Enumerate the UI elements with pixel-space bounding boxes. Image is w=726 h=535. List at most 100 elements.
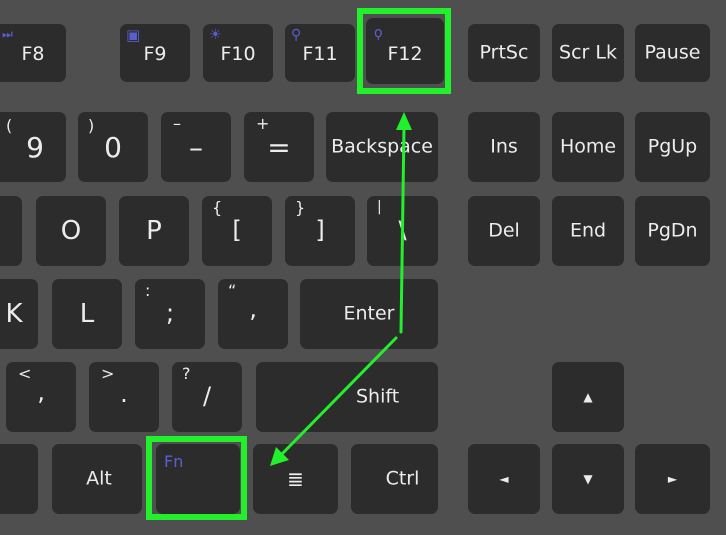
key-label: [ <box>232 216 242 244</box>
key-0[interactable]: ) 0 <box>78 112 148 182</box>
key-label: L <box>79 299 95 329</box>
key-home[interactable]: Home <box>552 112 624 182</box>
key-menu[interactable]: ≣ <box>253 444 338 514</box>
key-left-bracket[interactable]: { [ <box>202 196 272 266</box>
key-equals[interactable]: + = <box>244 112 314 182</box>
key-f11[interactable]: ⚲ F11 <box>285 24 355 82</box>
key-l[interactable]: L <box>52 279 122 349</box>
key-period[interactable]: > . <box>89 362 159 432</box>
key-label: F11 <box>302 43 338 65</box>
key-scrlk[interactable]: Scr Lk <box>552 24 624 82</box>
down-arrow-icon: ▼ <box>583 472 593 486</box>
key-end[interactable]: End <box>552 196 624 266</box>
key-shift-label: < <box>18 364 32 383</box>
wrench-icon: ϙ <box>374 25 383 41</box>
key-shift-label: – <box>173 114 181 133</box>
key-label: / <box>202 382 212 410</box>
brightness-icon: ☀ <box>209 27 222 43</box>
key-label: ; <box>165 299 175 327</box>
key-label: O <box>60 216 82 246</box>
key-label: 9 <box>26 131 44 164</box>
key-right-bracket[interactable]: } ] <box>285 196 355 266</box>
key-label: ] <box>315 216 325 244</box>
key-label: ‚ <box>37 378 45 406</box>
key-label: \ <box>398 216 407 244</box>
key-label: Ins <box>490 135 518 158</box>
key-label: K <box>5 299 23 329</box>
key-f9[interactable]: ▣ F9 <box>120 24 190 82</box>
key-arrow-left[interactable]: ◄ <box>468 444 540 514</box>
key-ctrl[interactable]: Ctrl <box>351 444 438 514</box>
key-f8[interactable]: ⏭ F8 <box>0 24 66 82</box>
key-space[interactable] <box>0 444 38 514</box>
key-pause[interactable]: Pause <box>635 24 710 82</box>
key-label: Backspace <box>331 135 433 158</box>
menu-icon: ≣ <box>287 467 304 491</box>
key-minus[interactable]: – – <box>161 112 231 182</box>
key-f12[interactable]: ϙ F12 <box>366 18 444 84</box>
key-shift-label: } <box>295 198 306 217</box>
key-label: P <box>146 216 162 246</box>
key-slash[interactable]: ? / <box>172 362 242 432</box>
key-label: PgUp <box>647 135 698 158</box>
key-shift-label: ? <box>182 364 191 383</box>
key-fn[interactable]: Fn <box>156 444 240 514</box>
key-label: PrtSc <box>479 41 529 64</box>
key-label: Shift <box>356 385 400 408</box>
key-enter[interactable]: Enter <box>300 279 438 349</box>
key-label: . <box>120 380 128 408</box>
key-backspace[interactable]: Backspace <box>326 112 438 182</box>
key-arrow-right[interactable]: ► <box>635 444 710 514</box>
monitor-icon: ▣ <box>126 26 141 44</box>
key-label: Home <box>559 135 617 158</box>
key-label: Pause <box>644 41 701 64</box>
fast-forward-icon: ⏭ <box>2 27 13 41</box>
key-backslash[interactable]: | \ <box>367 196 438 266</box>
key-label: Scr Lk <box>559 41 617 64</box>
key-shift-label: > <box>101 364 115 383</box>
key-label: PgDn <box>647 219 698 242</box>
key-shift-label: + <box>256 114 270 133</box>
key-label: F8 <box>21 43 45 65</box>
key-del[interactable]: Del <box>468 196 540 266</box>
key-label: End <box>569 219 607 242</box>
key-shift-label: “ <box>228 281 237 300</box>
key-label: 0 <box>104 131 122 164</box>
key-shift-label: ) <box>88 116 95 135</box>
key-alt[interactable]: Alt <box>52 444 142 514</box>
key-k[interactable]: K <box>0 279 38 349</box>
key-pgup[interactable]: PgUp <box>635 112 710 182</box>
key-shift-label: : <box>145 281 151 300</box>
key-f10[interactable]: ☀ F10 <box>203 24 273 82</box>
key-label: Del <box>488 219 520 242</box>
key-shift-label: | <box>377 199 382 215</box>
key-label: Ctrl <box>385 467 420 490</box>
key-shift[interactable]: Shift <box>256 362 438 432</box>
key-9[interactable]: ( 9 <box>0 112 66 182</box>
key-arrow-down[interactable]: ▼ <box>552 444 624 514</box>
key-label: Alt <box>86 467 112 490</box>
key-i[interactable] <box>0 196 22 266</box>
key-comma[interactable]: < ‚ <box>6 362 76 432</box>
key-ins[interactable]: Ins <box>468 112 540 182</box>
key-p[interactable]: P <box>119 196 189 266</box>
right-arrow-icon: ► <box>667 472 678 486</box>
key-label: F12 <box>387 43 423 65</box>
key-label: Fn <box>164 452 184 471</box>
key-semicolon[interactable]: : ; <box>135 279 205 349</box>
key-quote[interactable]: “ ‚ <box>218 279 288 349</box>
key-label: F9 <box>143 43 167 65</box>
key-o[interactable]: O <box>36 196 106 266</box>
key-label: F10 <box>220 43 256 65</box>
key-pgdn[interactable]: PgDn <box>635 196 710 266</box>
key-label: – <box>189 131 203 164</box>
search-icon: ⚲ <box>291 27 302 43</box>
key-label: Enter <box>343 302 395 325</box>
up-arrow-icon: ▲ <box>583 390 593 404</box>
key-arrow-up[interactable]: ▲ <box>552 362 624 432</box>
left-arrow-icon: ◄ <box>499 472 509 486</box>
key-prtsc[interactable]: PrtSc <box>468 24 540 82</box>
key-label: = <box>267 131 291 164</box>
key-label: ‚ <box>249 295 257 323</box>
